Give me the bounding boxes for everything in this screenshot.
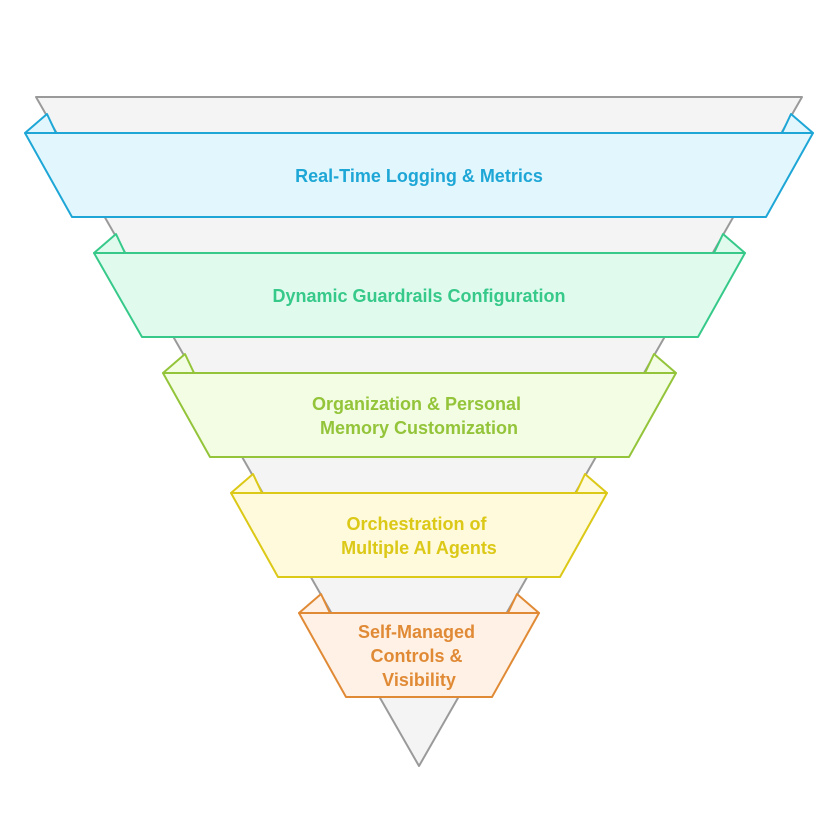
- funnel-level-label-line: Visibility: [382, 670, 456, 690]
- funnel-level-label-line: Self-Managed: [358, 622, 475, 642]
- funnel-level-label-line: Multiple AI Agents: [341, 538, 497, 558]
- funnel-level-label: Organization & Personal Memory Customiza…: [312, 394, 526, 438]
- funnel-level-label: Dynamic Guardrails Configuration: [272, 286, 565, 306]
- funnel-level-label: Orchestration of Multiple AI Agents: [341, 514, 497, 558]
- funnel-level-band: [298, 612, 540, 698]
- funnel-level-label-line: Controls &: [370, 646, 462, 666]
- funnel-level-label-line: Memory Customization: [320, 418, 518, 438]
- funnel-level-label: Real-Time Logging & Metrics: [295, 166, 543, 186]
- funnel-level-memory-customization: Organization & Personal Memory Customiza…: [162, 353, 677, 458]
- funnel-level-dynamic-guardrails: Dynamic Guardrails Configuration: [93, 233, 746, 338]
- funnel-level-label-line: Dynamic Guardrails Configuration: [272, 286, 565, 306]
- funnel-level-band: [162, 372, 677, 458]
- funnel-level-band: [230, 492, 608, 578]
- funnel-level-label-line: Real-Time Logging & Metrics: [295, 166, 543, 186]
- funnel-level-band: [93, 252, 746, 338]
- funnel-level-self-managed-controls: Self-Managed Controls & Visibility: [298, 593, 540, 698]
- funnel-level-label-line: Organization & Personal: [312, 394, 521, 414]
- funnel-level-label: Self-Managed Controls & Visibility: [358, 622, 480, 690]
- funnel-level-agent-orchestration: Orchestration of Multiple AI Agents: [230, 473, 608, 578]
- funnel-level-band: [24, 132, 814, 218]
- funnel-level-real-time-logging: Real-Time Logging & Metrics: [24, 113, 814, 218]
- funnel-level-label-line: Orchestration of: [346, 514, 487, 534]
